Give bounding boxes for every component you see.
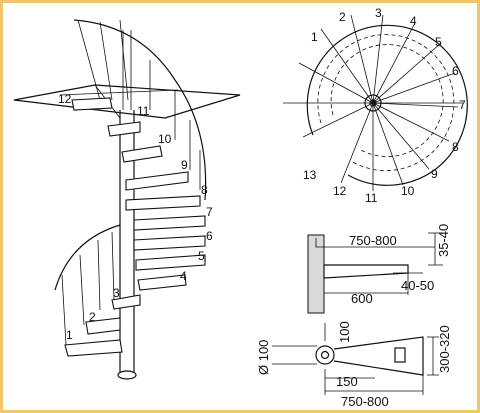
elevation-view [307,232,443,314]
plan-step-9: 9 [431,167,438,181]
upper-balusters [149,60,201,190]
upper-handrail [73,19,207,201]
elevation-dim-height: 35-40 [436,224,451,257]
tread-10 [121,145,163,163]
plan-step-13: 13 [303,168,317,182]
plan-step-2: 2 [339,10,346,24]
tread-plan-dim-lines [272,323,424,395]
perspective-step-6: 6 [206,229,213,243]
plan-step-6: 6 [452,64,459,78]
elevation-dim-height-line [428,232,443,266]
tread-plan-dim-150: 150 [336,374,358,389]
plan-step-8: 8 [452,140,459,154]
tread-plan-view [272,323,439,395]
tread-7 [133,215,206,231]
tread-plan-hub-bore [320,350,330,360]
plan-step-4: 4 [410,14,417,28]
perspective-step-4: 4 [180,269,187,283]
plan-step-11: 11 [365,191,378,205]
tread-plan-baluster-hole [394,347,406,363]
tread-3 [111,294,141,310]
plan-column-center [369,99,377,107]
tread-plan-dim-length: 750-800 [341,394,389,409]
tread-5 [135,254,206,271]
plan-step-5: 5 [435,35,442,49]
plan-step-1: 1 [311,30,318,44]
perspective-step-11: 11 [137,104,150,118]
plan-step-12: 12 [333,184,347,198]
tread-plan-dim-hub: 100 [337,321,352,343]
tread-1 [64,339,123,357]
plan-central-column [364,94,382,112]
elevation-dim-overhang: 600 [351,291,373,306]
spiral-staircase-drawing: 1 2 3 4 5 6 7 8 9 10 11 12 [13,6,468,409]
tread-12 [71,97,113,111]
perspective-step-1: 1 [66,328,73,342]
perspective-step-10: 10 [158,132,172,146]
plan-step-10: 10 [401,184,415,198]
tread-11 [107,121,141,137]
tread-plan-dim-diameter: Ø 100 [256,340,271,375]
elevation-dim-end: 40-50 [401,278,434,293]
perspective-step-8: 8 [201,183,208,197]
column-upper [122,30,132,110]
plan-step-3: 3 [375,6,382,20]
perspective-step-3: 3 [113,286,120,300]
tread-plan-hub [315,345,335,365]
lower-handrail [54,224,121,291]
tread-9 [125,171,189,191]
plan-radial-lines [283,14,463,191]
tread-plan-width-line [427,336,439,376]
elevation-dim-overhang-line [324,272,423,295]
tread-6 [133,235,206,251]
perspective-step-9: 9 [181,158,188,172]
tread-2 [85,317,121,335]
perspective-step-2: 2 [89,310,96,324]
tread-4 [137,274,187,291]
plan-inner-dashed-arc [317,34,455,171]
landing-platform [13,84,241,119]
perspective-step-7: 7 [206,205,213,219]
elevation-dim-length-line [315,238,435,248]
lower-balusters [61,231,115,346]
plan-outer-arc [306,24,468,186]
column-base [117,370,137,380]
elevation-tread [323,264,409,279]
perspective-step-12: 12 [58,92,72,106]
plan-view [283,14,468,191]
plan-inner-dashed-arc-2 [330,44,444,157]
plan-step-7: 7 [459,98,466,112]
perspective-step-5: 5 [198,249,205,263]
elevation-dim-length: 750-800 [349,233,397,248]
tread-8 [125,195,201,211]
perspective-view [13,19,241,380]
upper-railing-posts [77,19,129,101]
tread-plan-outline [333,336,424,376]
tread-plan-dim-width: 300-320 [437,325,452,373]
